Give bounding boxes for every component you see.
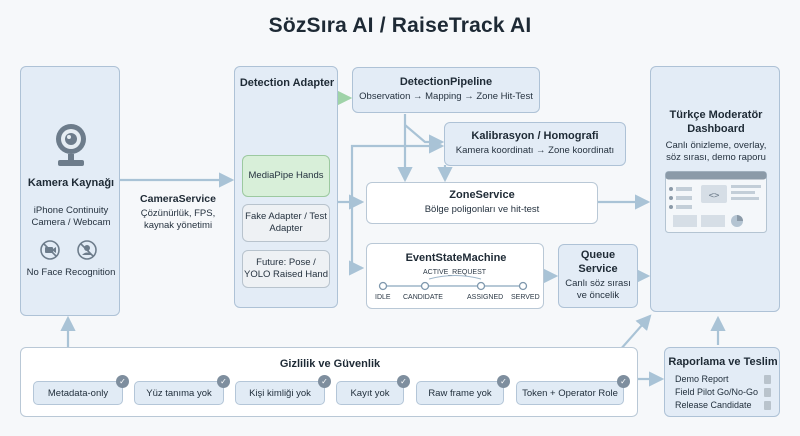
camera-service-title: CameraService <box>140 193 216 205</box>
queue-service-subtitle: Canlı söz sırası ve öncelik <box>565 277 631 302</box>
reporting-title: Raporlama ve Teslim <box>668 356 778 368</box>
detection-pipeline-subtitle: Observation → Mapping → Zone Hit-Test <box>359 91 533 103</box>
report-item-field-pilot: Field Pilot Go/No-Go <box>675 387 759 397</box>
chip-no-raw-frame: Raw frame yok ✓ <box>416 375 510 405</box>
event-state-machine-title: EventStateMachine <box>405 252 507 264</box>
fake-adapter-box: Fake Adapter / Test Adapter <box>242 204 330 242</box>
calibration-box: Kalibrasyon / Homografi Kamera koordinat… <box>444 122 626 166</box>
event-state-machine-box: EventStateMachine ACTIVE_REQUEST IDLE CA… <box>366 243 544 309</box>
future-adapter-box: Future: Pose / YOLO Raised Hand <box>242 250 330 288</box>
arrow-adapter-to-calibration <box>350 138 445 202</box>
no-face-label: No Face Recognition <box>26 267 116 278</box>
check-icon: ✓ <box>497 375 510 388</box>
dashboard-box: Türkçe Moderatör Dashboard Canlı önizlem… <box>650 66 780 312</box>
state-flow <box>378 275 528 291</box>
chip-label: Yüz tanıma yok <box>146 387 212 399</box>
state-candidate: CANDIDATE <box>403 294 443 301</box>
chip-no-identity: Kişi kimliği yok ✓ <box>235 375 331 405</box>
check-icon: ✓ <box>617 375 630 388</box>
no-face-icon <box>77 240 97 260</box>
svg-text:<>: <> <box>709 191 720 201</box>
chip-label: Kayıt yok <box>350 387 390 399</box>
state-active-request: ACTIVE_REQUEST <box>423 269 487 276</box>
calibration-title: Kalibrasyon / Homografi <box>471 130 599 143</box>
check-icon: ✓ <box>318 375 331 388</box>
detection-pipeline-box: DetectionPipeline Observation → Mapping … <box>352 67 540 113</box>
chip-metadata-only: Metadata-only ✓ <box>33 375 129 405</box>
webcam-icon <box>56 124 86 166</box>
camera-subtitle: iPhone Continuity Camera / Webcam <box>31 205 111 229</box>
privacy-title: Gizlilik ve Güvenlik <box>279 358 381 370</box>
report-item-demo: Demo Report <box>675 374 729 384</box>
chip-label: Metadata-only <box>47 387 109 399</box>
chip-no-recording: Kayıt yok ✓ <box>336 375 410 405</box>
chip-no-face-recognition: Yüz tanıma yok ✓ <box>134 375 230 405</box>
detection-adapter-title: Detection Adapter <box>239 77 335 89</box>
arrow-adapter-to-event <box>348 202 365 276</box>
document-icon <box>764 401 771 410</box>
check-icon: ✓ <box>217 375 230 388</box>
fake-adapter-label: Fake Adapter / Test Adapter <box>245 210 327 234</box>
mediapipe-hands-label: MediaPipe Hands <box>248 169 324 181</box>
arrow-pipeline-to-calibration <box>404 124 445 150</box>
future-adapter-label: Future: Pose / YOLO Raised Hand <box>244 256 328 280</box>
check-icon: ✓ <box>116 375 129 388</box>
camera-service-subtitle: Çözünürlük, FPS, kaynak yönetimi <box>140 208 216 232</box>
page-title: SözSıra AI / RaiseTrack AI <box>268 14 532 37</box>
mediapipe-hands-box: MediaPipe Hands <box>242 155 330 197</box>
chip-label: Kişi kimliği yok <box>249 387 311 399</box>
camera-title: Kamera Kaynağı <box>27 177 115 189</box>
arrow-privacy-to-dashboard <box>619 314 652 351</box>
dashboard-subtitle: Canlı önizleme, overlay, söz sırası, dem… <box>665 140 767 164</box>
no-camera-icon <box>40 240 60 260</box>
queue-service-box: Queue Service Canlı söz sırası ve önceli… <box>558 244 638 308</box>
report-item-release: Release Candidate <box>675 400 752 410</box>
detection-pipeline-title: DetectionPipeline <box>399 76 493 89</box>
queue-service-title: Queue Service <box>578 249 618 275</box>
zone-service-subtitle: Bölge poligonları ve hit-test <box>424 204 540 216</box>
document-icon <box>764 375 771 384</box>
reporting-box: Raporlama ve Teslim Demo Report Field Pi… <box>664 347 780 417</box>
zone-service-title: ZoneService <box>449 189 515 202</box>
state-served: SERVED <box>511 294 540 301</box>
dashboard-preview-icon: <> <box>665 171 767 233</box>
chip-token-operator-role: Token + Operator Role ✓ <box>516 375 630 405</box>
state-idle: IDLE <box>375 294 391 301</box>
state-assigned: ASSIGNED <box>467 294 504 301</box>
chip-label: Token + Operator Role <box>522 387 618 399</box>
camera-source-box: Kamera Kaynağı iPhone Continuity Camera … <box>20 66 120 316</box>
document-icon <box>764 388 771 397</box>
check-icon: ✓ <box>397 375 410 388</box>
dashboard-title: Türkçe Moderatör Dashboard <box>669 109 763 135</box>
chip-label: Raw frame yok <box>428 387 492 399</box>
zone-service-box: ZoneService Bölge poligonları ve hit-tes… <box>366 182 598 224</box>
calibration-subtitle: Kamera koordinatı → Zone koordinatı <box>455 145 615 157</box>
